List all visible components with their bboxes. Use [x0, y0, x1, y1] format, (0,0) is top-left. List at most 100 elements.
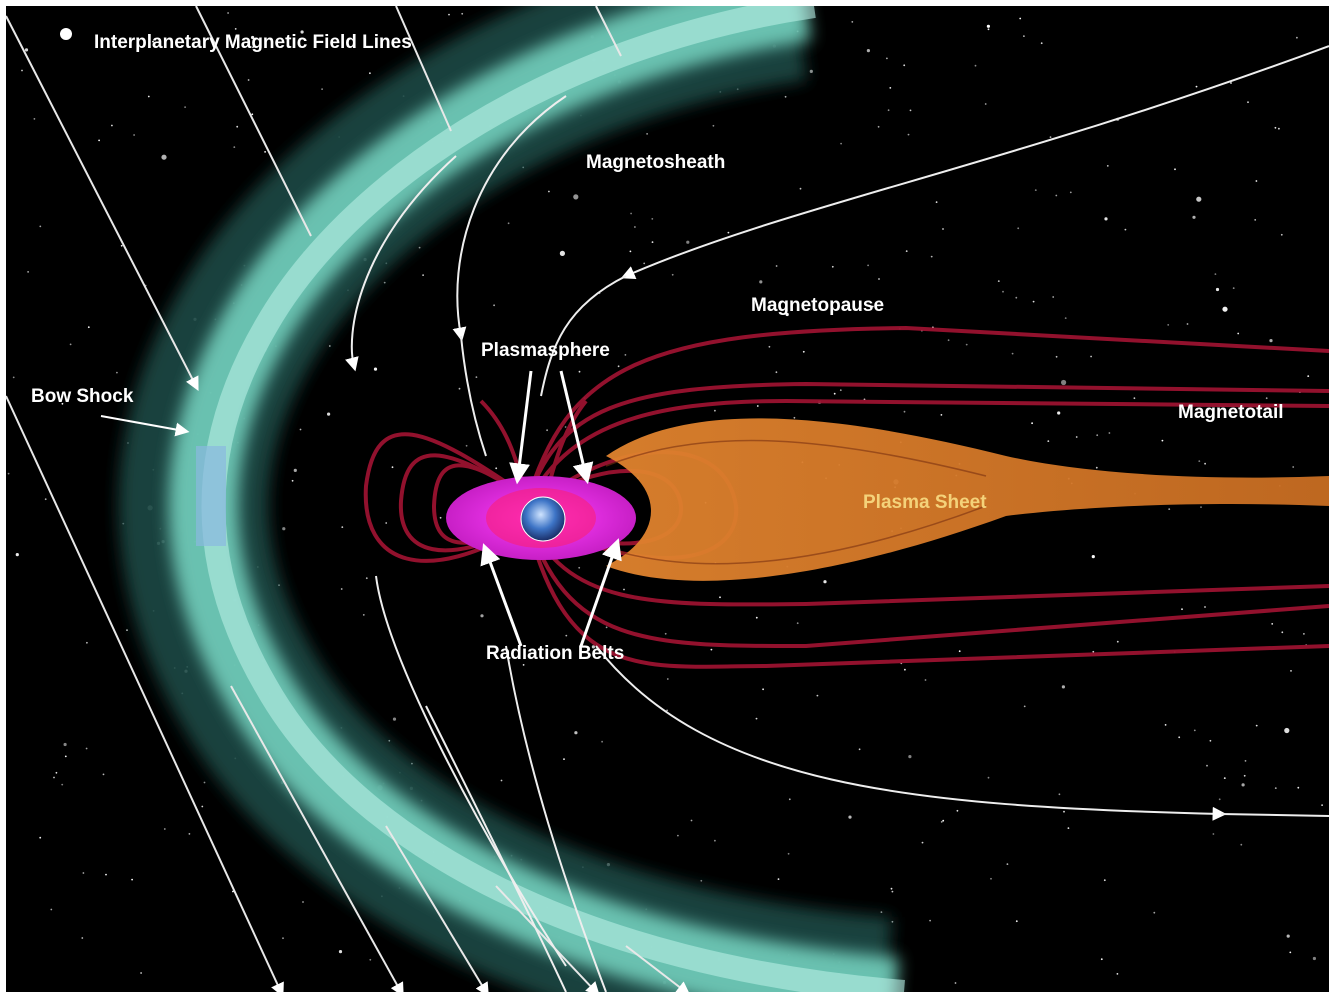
imf-line [6, 395, 284, 992]
star [341, 526, 344, 528]
labels: Interplanetary Magnetic Field Lines Magn… [31, 28, 1284, 664]
star [559, 250, 566, 256]
star [461, 12, 464, 15]
star [1047, 440, 1050, 442]
star [1218, 798, 1221, 801]
star [775, 265, 778, 267]
star [388, 739, 391, 742]
star [578, 566, 581, 569]
star [831, 265, 834, 268]
star [1061, 685, 1065, 689]
star [887, 109, 890, 112]
star [1164, 724, 1167, 726]
star [1196, 196, 1202, 202]
star [252, 46, 254, 49]
flow-line [460, 335, 487, 457]
star [727, 231, 730, 234]
star [802, 350, 805, 353]
star [1103, 879, 1106, 882]
star [1092, 650, 1095, 653]
radiation-belts-pointer-left [480, 543, 523, 647]
star [383, 281, 386, 284]
star [1168, 508, 1171, 510]
star [33, 118, 36, 120]
imf-line [495, 885, 600, 992]
star [799, 187, 802, 190]
plasma-sheet [605, 418, 1329, 581]
star [871, 305, 874, 308]
star [1034, 189, 1037, 192]
star [990, 877, 992, 880]
star [233, 146, 236, 149]
earth [520, 496, 566, 542]
star [1133, 397, 1136, 400]
star [816, 694, 819, 697]
star [102, 773, 105, 776]
magnetopause-label: Magnetopause [751, 295, 884, 316]
star [1032, 300, 1035, 303]
star [458, 387, 461, 390]
star [1192, 215, 1196, 219]
star [1232, 287, 1235, 289]
star [880, 911, 883, 913]
star [677, 834, 679, 837]
star [120, 244, 123, 247]
star [1292, 466, 1295, 468]
star [1198, 460, 1201, 462]
star [617, 365, 620, 368]
star [623, 588, 625, 591]
star [1193, 729, 1196, 732]
star [418, 246, 421, 249]
star [903, 64, 906, 67]
star [823, 580, 827, 584]
star [227, 12, 230, 14]
star [651, 241, 654, 244]
star [574, 731, 578, 735]
star [1254, 219, 1257, 221]
star [1063, 810, 1065, 813]
star [1280, 233, 1283, 236]
magnetosphere-diagram: Interplanetary Magnetic Field Lines Magn… [6, 6, 1329, 992]
field-line [524, 515, 1329, 669]
star [1204, 462, 1206, 465]
star [291, 479, 294, 482]
star [184, 106, 187, 108]
field-line [524, 515, 1329, 649]
star [1174, 168, 1176, 171]
star [1161, 439, 1164, 442]
star [86, 641, 88, 644]
star [373, 367, 378, 371]
star [1108, 432, 1111, 434]
solar-wind-flow-lines [345, 45, 1329, 992]
star [1019, 17, 1022, 20]
star [1023, 705, 1026, 708]
star [930, 255, 933, 258]
star [1223, 777, 1226, 779]
imf-line [195, 6, 312, 237]
diagram-canvas: Interplanetary Magnetic Field Lines Magn… [6, 6, 1329, 992]
star [1247, 101, 1249, 104]
star [1241, 783, 1245, 787]
star [563, 758, 565, 760]
star [891, 920, 894, 923]
star [188, 833, 191, 835]
star [85, 747, 88, 750]
star [1096, 434, 1099, 437]
star [439, 516, 442, 519]
star [1067, 827, 1070, 829]
flow-line [452, 95, 567, 342]
star [564, 426, 567, 428]
star [809, 69, 813, 73]
star [793, 416, 796, 419]
star [12, 376, 15, 379]
star [671, 273, 674, 276]
star [1091, 555, 1095, 559]
star [507, 222, 510, 225]
star [87, 326, 90, 329]
magnetosheath-label: Magnetosheath [586, 152, 725, 173]
star [578, 370, 581, 373]
bow-shock-label: Bow Shock [31, 386, 134, 407]
star [890, 887, 893, 890]
star [768, 345, 771, 348]
star [201, 805, 204, 808]
